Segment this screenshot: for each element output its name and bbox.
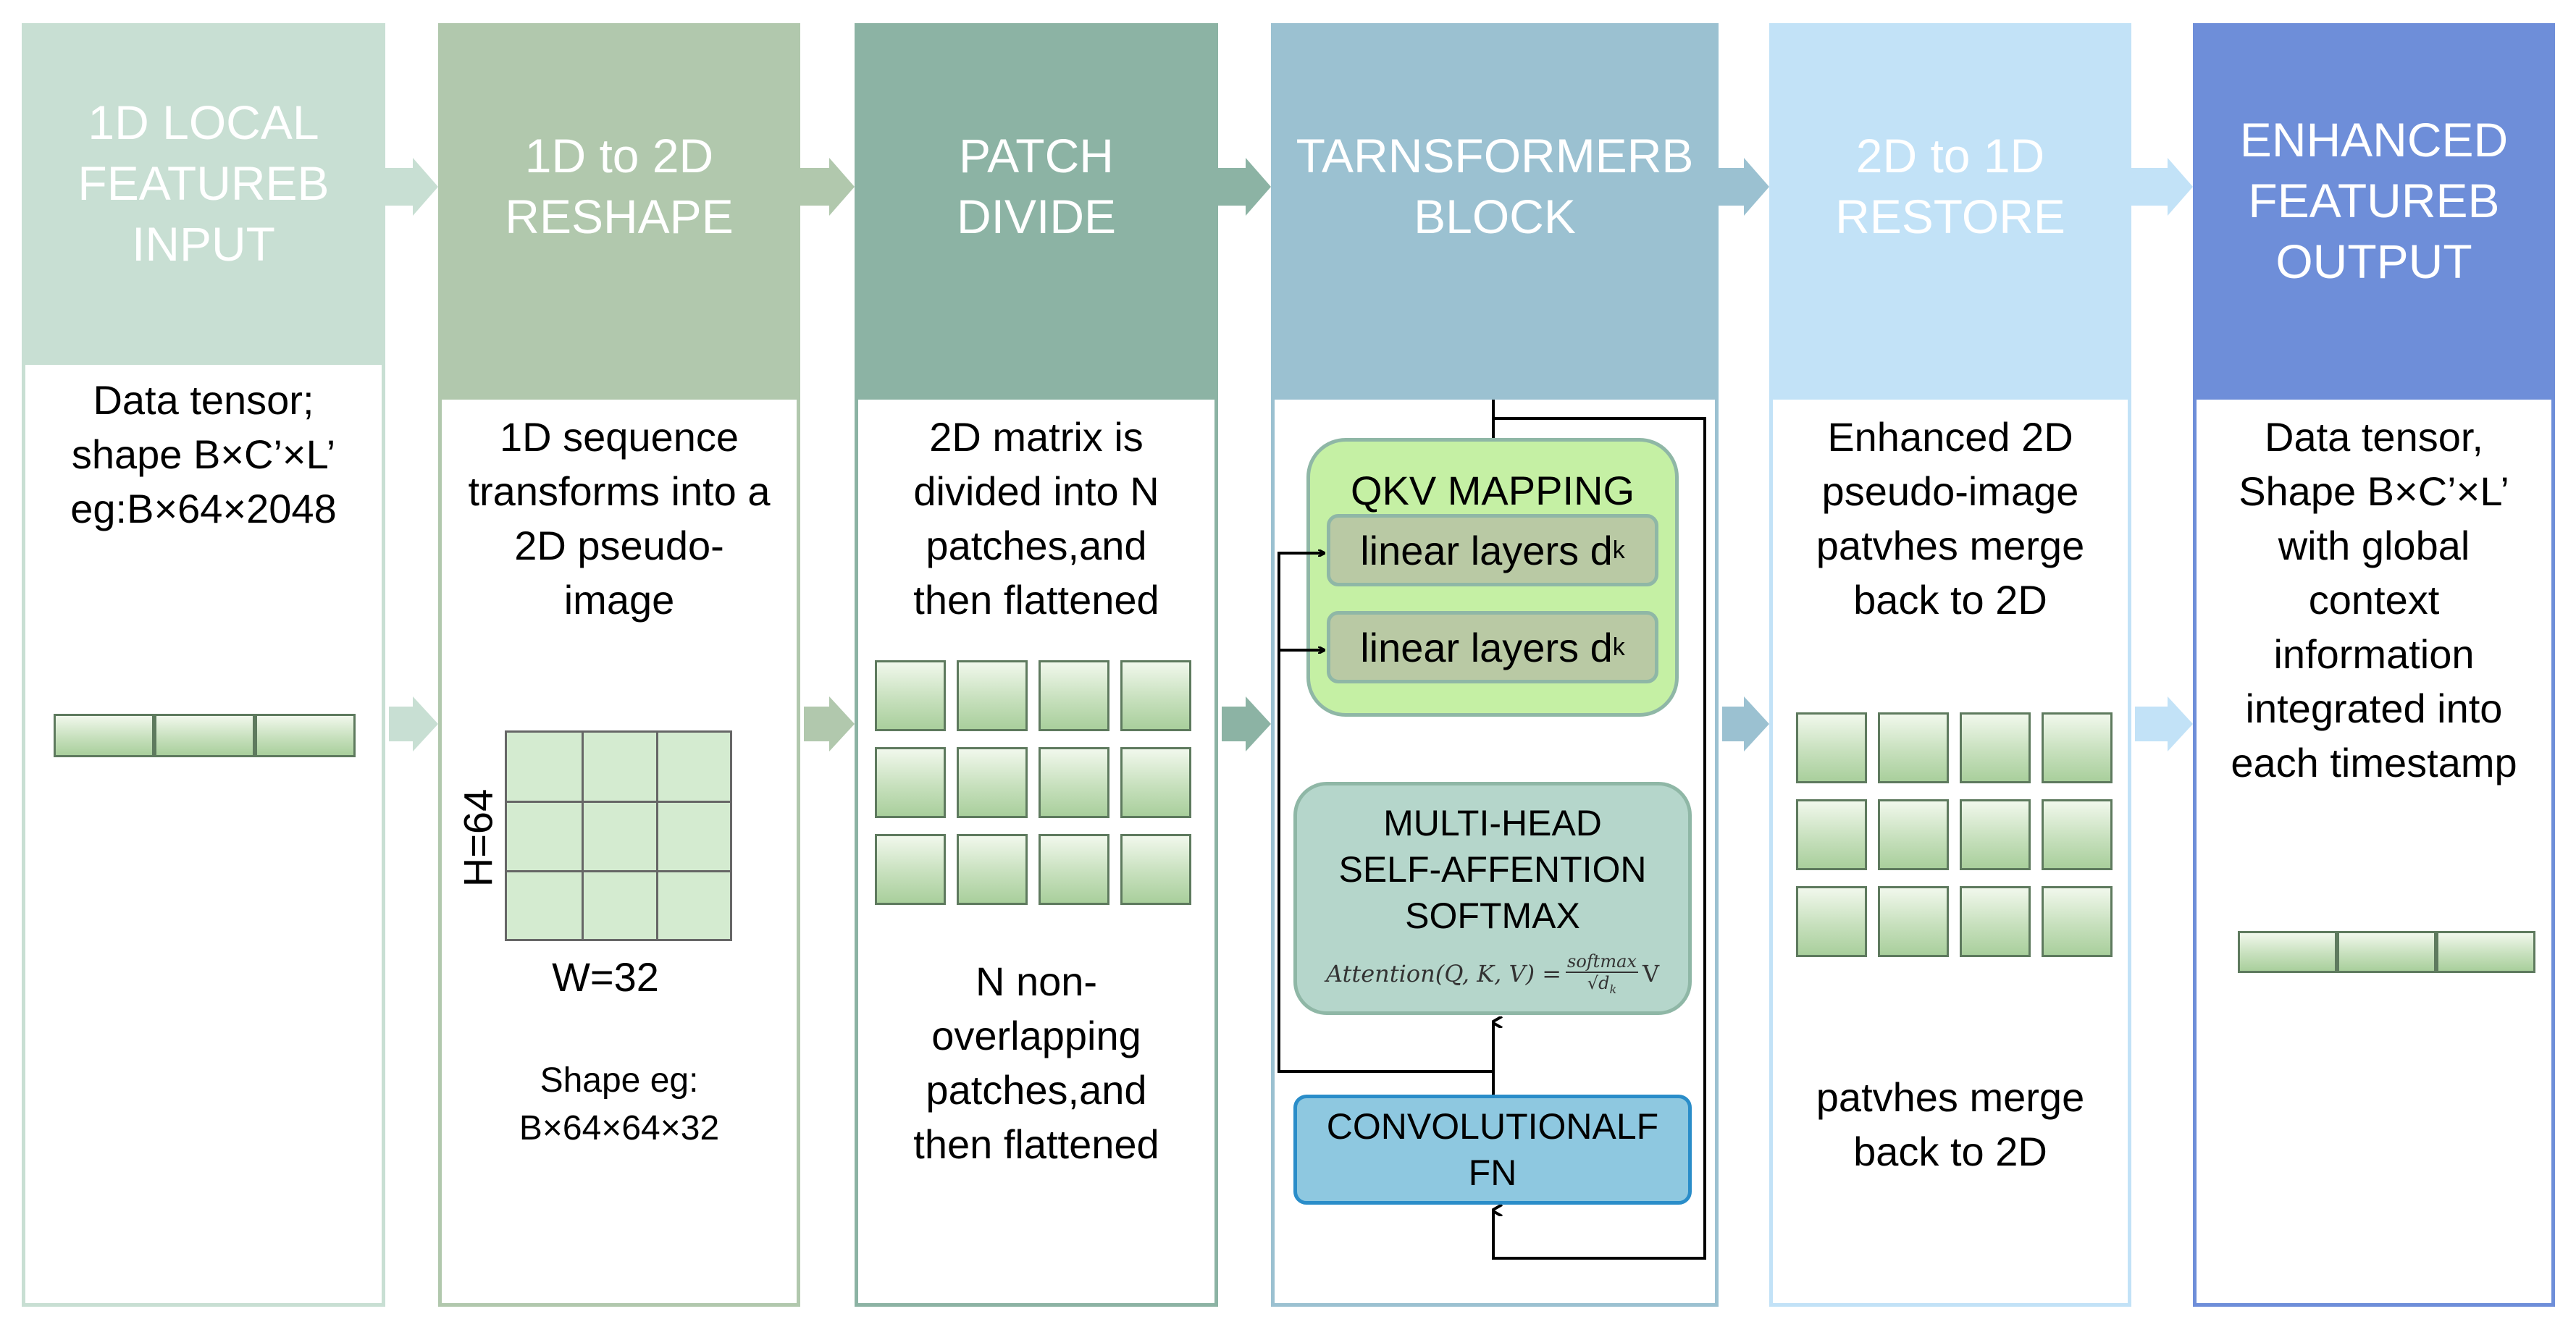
patch-cell: [1120, 660, 1191, 731]
convolutional-ffn-box: [1293, 1095, 1692, 1205]
convolutional-ffn-label: CONVOLUTIONALF FN: [1326, 1106, 1659, 1193]
patch-cell: [875, 747, 946, 818]
arrow-header-2: [800, 158, 855, 216]
sequence-cell: [255, 714, 356, 757]
arrow-header-1: [385, 158, 438, 216]
formula-denominator-sub: k: [1609, 982, 1617, 996]
stage-patch-title: PATCH DIVIDE: [956, 129, 1117, 243]
stage-output-text: Data tensor, Shape B×C’×L’ with global c…: [2231, 414, 2517, 785]
qkv-mapping-title: QKV MAPPING: [1350, 468, 1635, 513]
stage-patch-bottom-text: N non- overlapping patches,and then flat…: [913, 959, 1159, 1167]
multi-head-attention-box: [1293, 782, 1692, 1015]
stage-reshape-text: 1D sequence transforms into a 2D pseudo-…: [468, 414, 771, 623]
patch-cell: [2042, 799, 2113, 870]
stage-restore-header: 2D to 1D RESTORE: [1769, 23, 2131, 400]
stage-reshape-header: 1D to 2D RESHAPE: [438, 23, 800, 400]
arrow-body-5: [2135, 696, 2193, 751]
patch-cell: [875, 660, 946, 731]
patch-cell: [1039, 834, 1109, 905]
patch-cell: [1120, 747, 1191, 818]
stage-output-body: [2193, 400, 2555, 1307]
arrow-header-3: [1218, 158, 1271, 216]
attention-formula: Attention(Q, K, V) = softmax √dk V: [1296, 948, 1689, 999]
sequence-cell: [2436, 931, 2535, 973]
patch-cell: [1120, 834, 1191, 905]
patch-cell: [1039, 747, 1109, 818]
linear-layer-1-subscript: k: [1612, 536, 1625, 564]
arrow-body-3: [1222, 696, 1271, 751]
stage-patch-header: PATCH DIVIDE: [855, 23, 1218, 400]
linear-layer-1-label: linear layers d: [1360, 527, 1613, 573]
formula-right: V: [1642, 960, 1660, 987]
arrow-header-5: [2131, 158, 2193, 216]
patch-cell: [1960, 712, 2031, 783]
patch-cell: [2042, 712, 2113, 783]
stage-restore-bottom-text: patvhes merge back to 2D: [1816, 1074, 2085, 1174]
stage-input-header: 1D LOCAL FEATUREB INPUT: [22, 23, 385, 365]
stage-output-title: ENHANCED FEATUREB OUTPUT: [2239, 113, 2509, 288]
linear-layer-2-label: linear layers d: [1360, 624, 1613, 670]
linear-layer-2-subscript: k: [1612, 633, 1625, 661]
stage-input-title: 1D LOCAL FEATUREB INPUT: [77, 96, 330, 271]
patch-cell: [957, 834, 1028, 905]
stage-transformer-title: TARNSFORMERB BLOCK: [1296, 129, 1694, 243]
stage-input-text: Data tensor; shape B×C’×L’ eg:B×64×2048: [70, 377, 337, 531]
patch-cell: [1960, 886, 2031, 957]
formula-left: Attention(Q, K, V) =: [1325, 960, 1562, 987]
stage-reshape-title: 1D to 2D RESHAPE: [505, 129, 734, 243]
patch-cell: [1960, 799, 2031, 870]
sequence-cell: [154, 714, 255, 757]
patch-cell: [957, 747, 1028, 818]
patch-cell: [1796, 712, 1867, 783]
patch-cell: [1796, 886, 1867, 957]
pseudo-image-grid: [505, 730, 732, 941]
sequence-cell: [2238, 931, 2337, 973]
formula-numerator: softmax: [1566, 951, 1638, 974]
arrow-header-4: [1719, 158, 1769, 216]
arrow-body-2: [804, 696, 855, 751]
sequence-cell: [2337, 931, 2436, 973]
stage-input-body: [22, 365, 385, 1307]
shape-example-text: Shape eg: B×64×64×32: [519, 1061, 720, 1147]
stage-output-header: ENHANCED FEATUREB OUTPUT: [2193, 23, 2555, 400]
patch-cell: [957, 660, 1028, 731]
patch-cell: [1796, 799, 1867, 870]
formula-denominator: √d: [1587, 973, 1610, 994]
patch-cell: [1878, 799, 1949, 870]
patch-cell: [1039, 660, 1109, 731]
stage-restore-title: 2D to 1D RESTORE: [1835, 129, 2065, 243]
arrow-body-1: [389, 696, 438, 751]
width-label: W=32: [552, 954, 659, 1000]
sequence-cell: [54, 714, 154, 757]
multi-head-attention-label: MULTI-HEAD SELF-AFFENTION SOFTMAX: [1338, 803, 1647, 936]
stage-transformer-header: TARNSFORMERB BLOCK: [1271, 23, 1719, 400]
stage-patch-text: 2D matrix is divided into N patches,and …: [913, 414, 1159, 623]
arrow-body-4: [1722, 696, 1769, 751]
stage-restore-text: Enhanced 2D pseudo-image patvhes merge b…: [1816, 414, 2085, 623]
patch-cell: [1878, 712, 1949, 783]
patch-cell: [875, 834, 946, 905]
patch-cell: [2042, 886, 2113, 957]
patch-cell: [1878, 886, 1949, 957]
